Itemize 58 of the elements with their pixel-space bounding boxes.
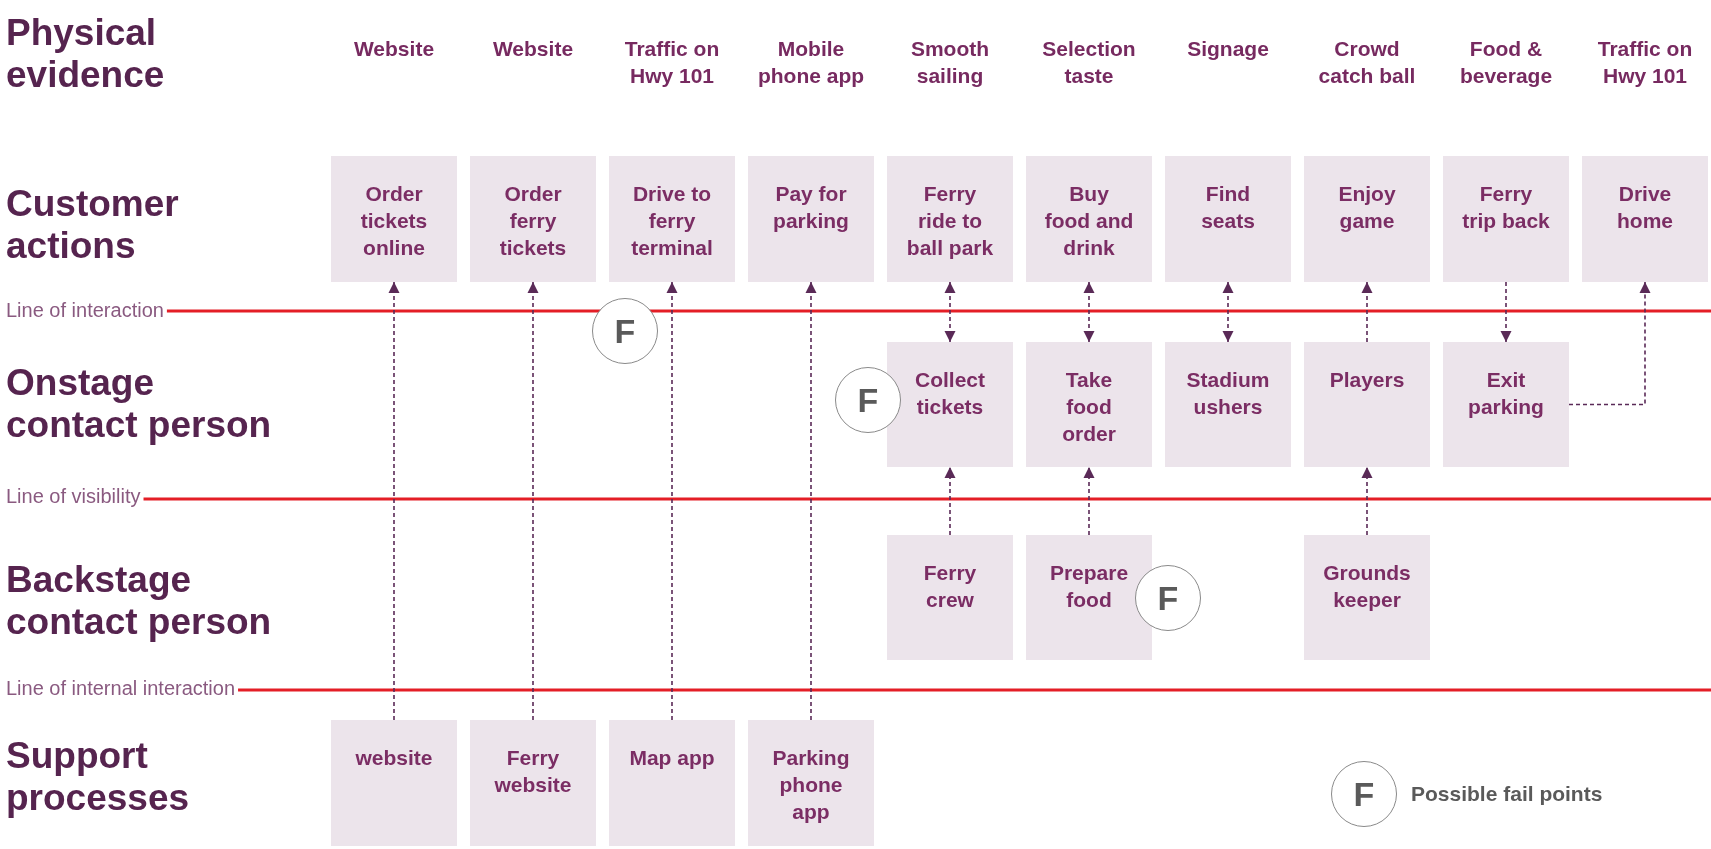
evidence-label: Food & beverage — [1458, 36, 1554, 89]
process-box: Order tickets online — [331, 156, 457, 282]
evidence-label: Selection taste — [1041, 36, 1137, 89]
process-box: Ferry website — [470, 720, 596, 846]
process-box: Drive home — [1582, 156, 1708, 282]
line-label: Line of visibility — [6, 484, 141, 508]
process-box: Drive to ferry terminal — [609, 156, 735, 282]
arrow — [1361, 466, 1373, 536]
fail-point-circle: F — [1135, 565, 1201, 631]
lane-title: Support processes — [6, 735, 191, 819]
lane-title: Onstage contact person — [6, 362, 273, 446]
arrow — [666, 281, 678, 721]
evidence-label: Traffic on Hwy 101 — [1596, 36, 1694, 89]
lane-title: Physical evidence — [6, 12, 166, 96]
process-box: Map app — [609, 720, 735, 846]
evidence-label: Smooth sailing — [909, 36, 991, 89]
process-box: Stadium ushers — [1165, 342, 1291, 467]
process-box: Pay for parking — [748, 156, 874, 282]
process-box: Enjoy game — [1304, 156, 1430, 282]
lane-title: Customer actions — [6, 183, 180, 267]
fail-point-circle: F — [835, 367, 901, 433]
line-label: Line of interaction — [6, 298, 164, 322]
double-arrow — [1222, 281, 1234, 343]
process-box: Grounds keeper — [1304, 535, 1430, 660]
arrow — [527, 281, 539, 721]
arrow — [1083, 466, 1095, 536]
process-box: Order ferry tickets — [470, 156, 596, 282]
arrow — [944, 466, 956, 536]
process-box: Exit parking — [1443, 342, 1569, 467]
process-box: Collect tickets — [887, 342, 1013, 467]
lane-title: Backstage contact person — [6, 559, 273, 643]
fail-point-circle: F — [1331, 761, 1397, 827]
legend-label: Possible fail points — [1411, 781, 1603, 807]
process-box: Ferry trip back — [1443, 156, 1569, 282]
process-box: Take food order — [1026, 342, 1152, 467]
line-label: Line of internal interaction — [6, 676, 236, 700]
process-box: Prepare food — [1026, 535, 1152, 660]
process-box: Players — [1304, 342, 1430, 467]
process-box: Find seats — [1165, 156, 1291, 282]
double-arrow — [1083, 281, 1095, 343]
evidence-label: Website — [352, 36, 436, 62]
evidence-label: Crowd catch ball — [1317, 36, 1417, 89]
arrow — [1500, 281, 1512, 343]
process-box: Ferry crew — [887, 535, 1013, 660]
evidence-label: Mobile phone app — [756, 36, 866, 89]
process-box: website — [331, 720, 457, 846]
evidence-label: Website — [491, 36, 575, 62]
arrow — [1568, 281, 1651, 406]
arrow — [388, 281, 400, 721]
evidence-label: Signage — [1186, 36, 1270, 62]
process-box: Buy food and drink — [1026, 156, 1152, 282]
arrow — [805, 281, 817, 721]
process-box: Parking phone app — [748, 720, 874, 846]
evidence-label: Traffic on Hwy 101 — [623, 36, 721, 89]
double-arrow — [944, 281, 956, 343]
fail-point-circle: F — [592, 298, 658, 364]
process-box: Ferry ride to ball park — [887, 156, 1013, 282]
arrow — [1361, 281, 1373, 343]
